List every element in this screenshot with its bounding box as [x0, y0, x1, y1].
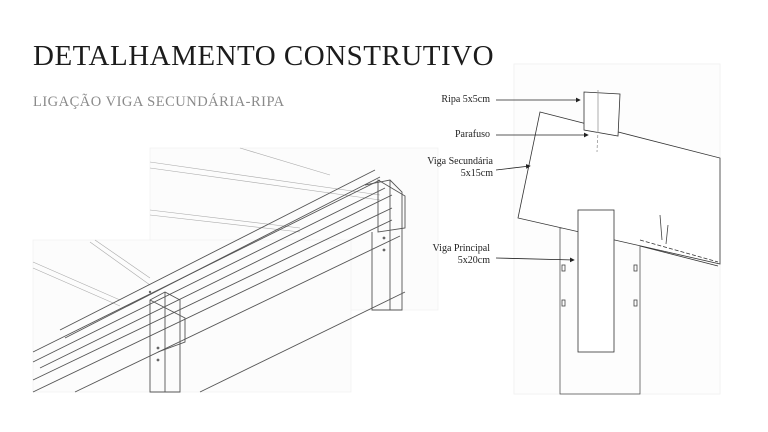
page-title: DETALHAMENTO CONSTRUTIVO [33, 40, 495, 72]
leader-viga-principal [495, 257, 575, 263]
callout-viga-principal: Viga Principal 5x20cm [433, 243, 490, 267]
page-subtitle: LIGAÇÃO VIGA SECUNDÁRIA-RIPA [33, 94, 285, 110]
callout-viga-secundaria: Viga Secundária 5x15cm [427, 156, 493, 180]
callout-ripa: Ripa 5x5cm [441, 94, 490, 105]
leader-viga-secundaria [495, 164, 531, 171]
callout-viga-secundaria-size: 5x15cm [460, 168, 493, 179]
callout-parafuso: Parafuso [455, 129, 490, 140]
callout-viga-principal-name: Viga Principal [432, 243, 490, 254]
callout-viga-secundaria-name: Viga Secundária [427, 156, 493, 167]
callout-viga-principal-size: 5x20cm [457, 255, 490, 266]
